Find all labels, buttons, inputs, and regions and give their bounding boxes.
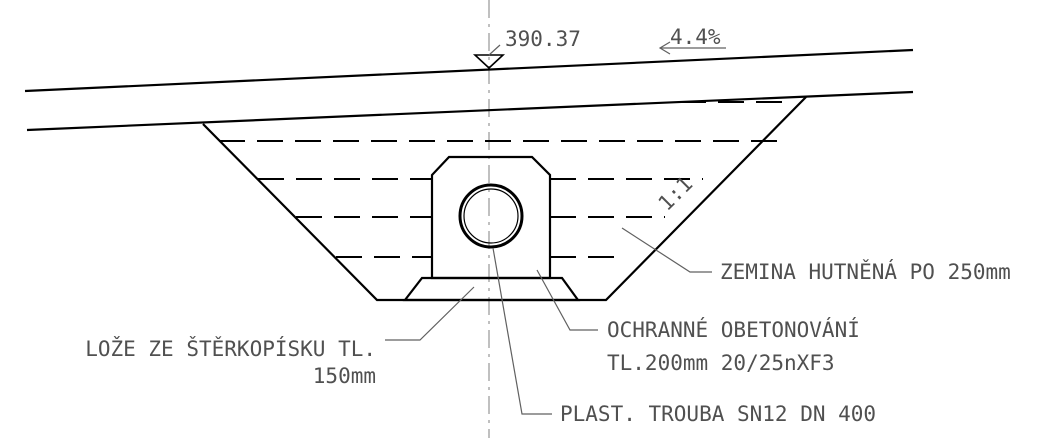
pavement-line [26, 90, 914, 132]
elevation-leader [488, 44, 501, 56]
trench-outline [202, 96, 807, 302]
gravel-bedding [402, 276, 581, 302]
pipe-inner [463, 188, 519, 244]
elevation-value: 390.37 [505, 27, 581, 51]
encasement-label-line1: OCHRANNÉ OBETONOVÁNÍ [607, 317, 860, 342]
bedding-label-line2: 150mm [313, 364, 376, 388]
soil-label: ZEMINA HUTNĚNÁ PO 250mm [720, 259, 1011, 284]
pipe-leader [492, 247, 552, 415]
concrete-encasement [430, 155, 552, 280]
bedding-label-line1: LOŽE ZE ŠTĚRKOPÍSKU TL. [85, 336, 376, 361]
soil-leader [621, 227, 712, 273]
pipe-outer [458, 183, 524, 249]
side-slope-ratio: 1:1 [654, 172, 698, 216]
slope-arrow-icon [658, 41, 671, 55]
terrain-line [24, 48, 914, 93]
bedding-leader [385, 286, 475, 341]
encasement-leader [536, 269, 598, 331]
pipe-label: PLAST. TROUBA SN12 DN 400 [560, 402, 876, 426]
encasement-label-line2: TL.200mm 20/25nXF3 [607, 351, 835, 375]
slope-value: 4.4% [670, 25, 721, 49]
